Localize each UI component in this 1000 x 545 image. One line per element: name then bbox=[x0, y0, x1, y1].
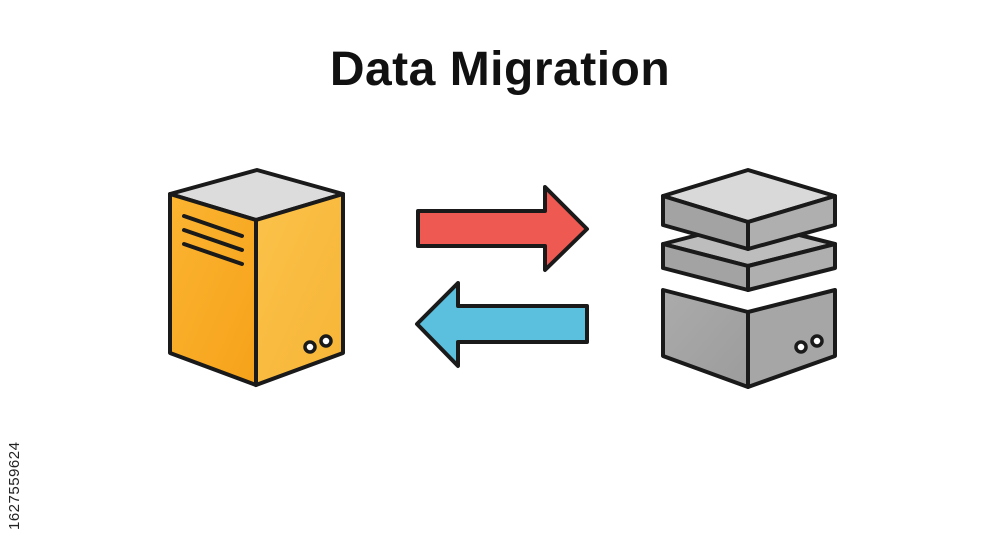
source-server-front bbox=[168, 192, 258, 387]
diagram-title: Data Migration bbox=[329, 43, 671, 96]
target-server-icon bbox=[661, 168, 837, 389]
source-vent-line bbox=[182, 242, 244, 266]
target-top-side bbox=[746, 194, 837, 251]
source-vent-line bbox=[182, 228, 244, 252]
target-base-side bbox=[746, 288, 837, 389]
source-server-side bbox=[254, 192, 345, 387]
source-button bbox=[319, 334, 333, 348]
return-arrow-icon bbox=[415, 281, 589, 368]
source-vent-line bbox=[182, 214, 244, 238]
target-mid-side bbox=[746, 242, 837, 292]
target-button bbox=[794, 340, 808, 354]
forward-arrow-icon bbox=[416, 185, 589, 272]
target-base-front bbox=[661, 288, 750, 389]
target-button bbox=[810, 334, 824, 348]
source-button bbox=[303, 340, 317, 354]
source-server-icon bbox=[168, 168, 345, 387]
